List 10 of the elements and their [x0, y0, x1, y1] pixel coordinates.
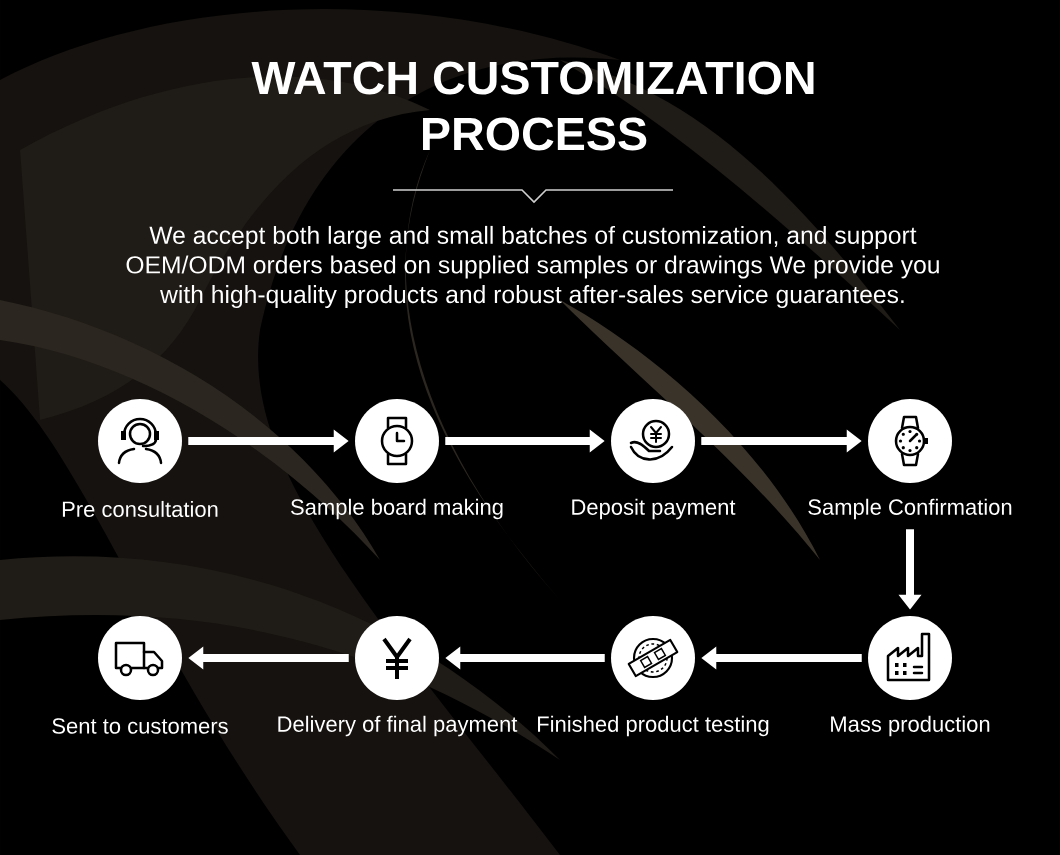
step-label: Mass production	[831, 715, 990, 737]
step-label: Sample board making	[291, 498, 503, 520]
step-label: Pre consultation	[62, 500, 218, 518]
step-label: Delivery of final payment	[278, 715, 518, 737]
step-label: Deposit payment	[572, 498, 736, 520]
title: WATCH CUSTOMIZATION PROCESS	[251, 61, 814, 151]
step-label: Sent to customers	[52, 718, 228, 734]
step-label: Sample Confirmation	[808, 498, 1012, 520]
description-text: We accept both large and small batches of customization, and support OEM/ODM orders based on supplied samples or drawings We provide you with high-quality products and robust after-sales service guarantees.	[126, 225, 939, 309]
step-label: Finished product testing	[538, 715, 769, 737]
